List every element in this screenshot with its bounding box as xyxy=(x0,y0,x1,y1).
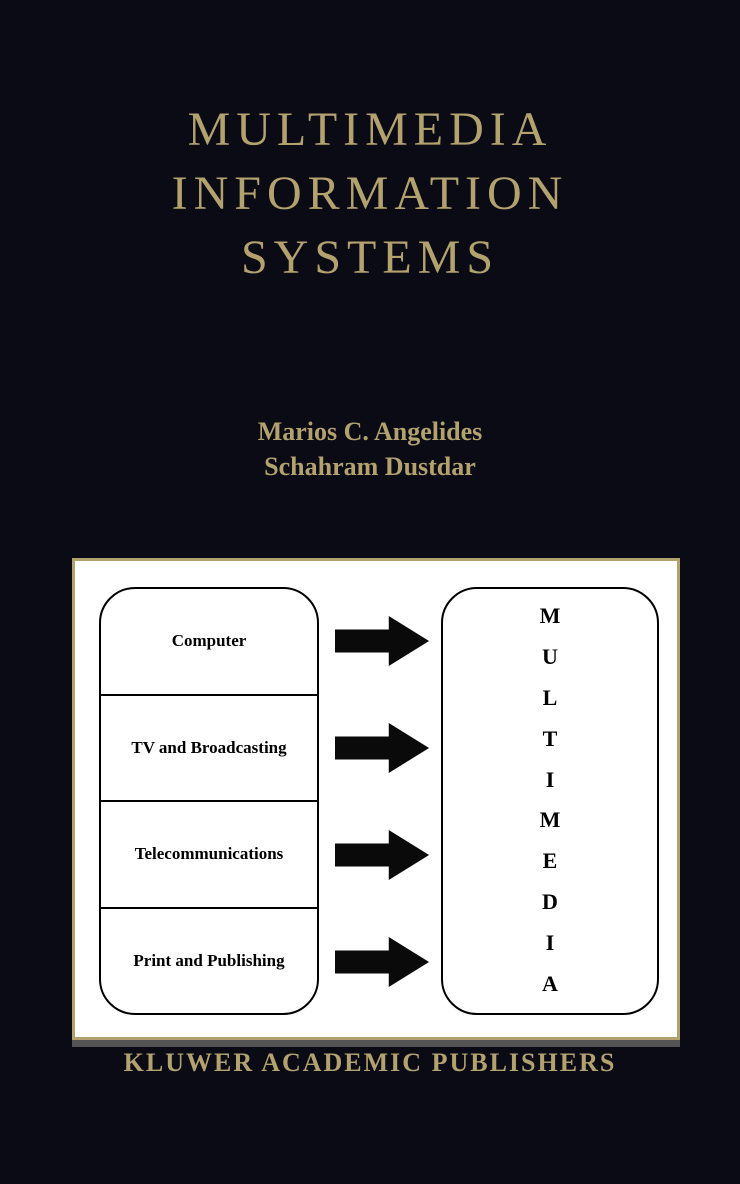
title-line-2: INFORMATION xyxy=(171,167,569,220)
author-name-1: Marios C. Angelides xyxy=(257,417,483,446)
target-letter: A xyxy=(542,970,558,996)
title-line-3: SYSTEMS xyxy=(240,231,500,284)
arrow-right-icon xyxy=(331,908,435,1015)
arrow-right-icon xyxy=(331,801,435,908)
title-line-1: MULTIMEDIA xyxy=(187,103,553,156)
book-title: MULTIMEDIA INFORMATION SYSTEMS xyxy=(0,98,740,290)
source-telecommunications: Telecommunications xyxy=(101,802,317,909)
source-tv-broadcasting: TV and Broadcasting xyxy=(101,696,317,802)
publisher-name: KLUWER ACADEMIC PUBLISHERS xyxy=(123,1048,617,1077)
target-letter: L xyxy=(542,684,558,710)
author-name-2: Schahram Dustdar xyxy=(264,452,476,481)
target-letter: T xyxy=(542,725,558,751)
author-block: Marios C. Angelides Schahram Dustdar xyxy=(0,414,740,484)
target-letter: M xyxy=(539,807,561,833)
multimedia-box: M U L T I M E D I A xyxy=(441,587,659,1015)
arrows-column xyxy=(331,587,435,1015)
target-letter: U xyxy=(542,643,558,669)
source-computer: Computer xyxy=(101,589,317,696)
sources-box: Computer TV and Broadcasting Telecommuni… xyxy=(99,587,319,1015)
arrow-right-icon xyxy=(331,587,435,694)
source-print-publishing: Print and Publishing xyxy=(133,950,285,970)
target-letter: E xyxy=(542,848,558,874)
target-letter: I xyxy=(545,930,555,955)
arrow-right-icon xyxy=(331,694,435,801)
target-letter: D xyxy=(542,889,558,915)
target-letter: M xyxy=(539,603,561,628)
target-letter: I xyxy=(545,766,555,792)
multimedia-diagram: Computer TV and Broadcasting Telecommuni… xyxy=(72,558,680,1040)
